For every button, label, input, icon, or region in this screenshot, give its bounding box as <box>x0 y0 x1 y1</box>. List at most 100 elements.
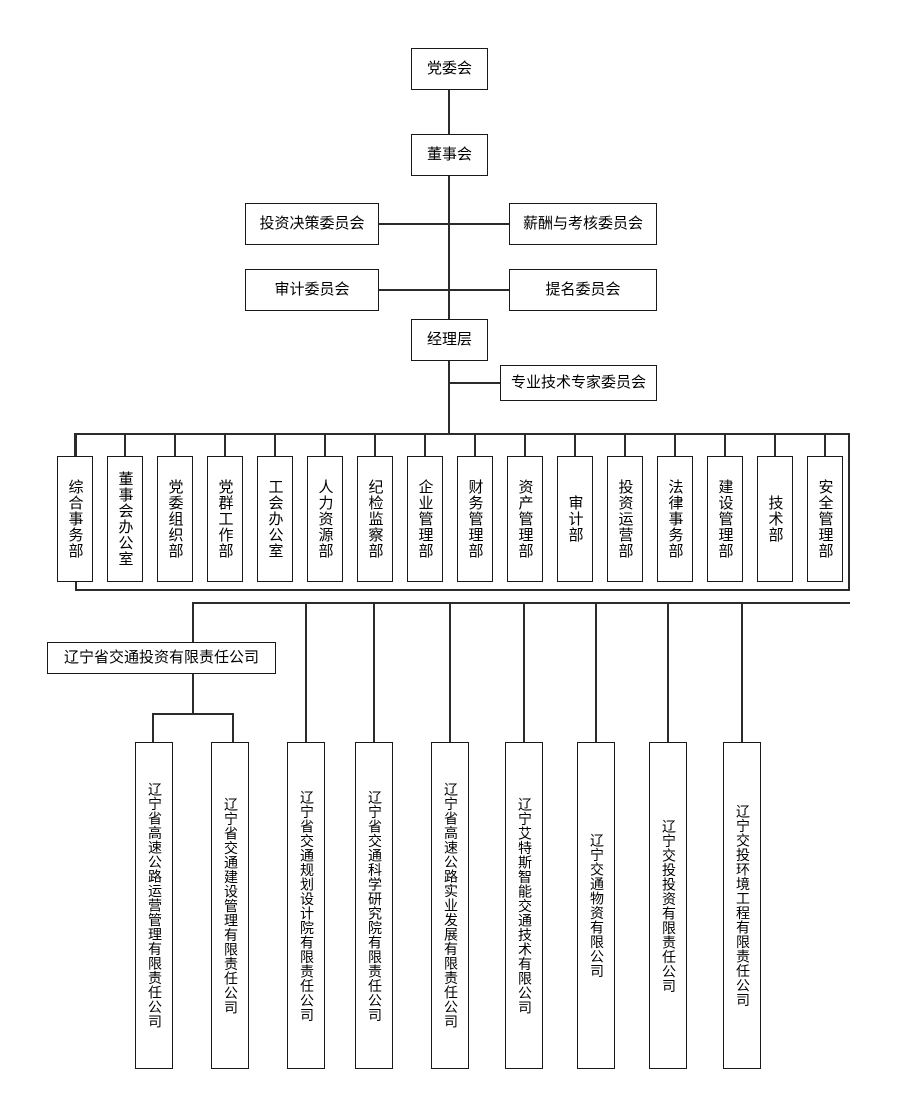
connector-party-to-board <box>448 90 450 134</box>
subsidiary-bus-top <box>192 602 850 604</box>
node-label: 党委会 <box>426 59 472 78</box>
node-technical-expert-committee[interactable]: 专业技术专家委员会 <box>500 365 657 401</box>
node-label: 专业技术专家委员会 <box>511 373 647 392</box>
connector-parent-company-up <box>192 602 194 642</box>
node-label: 薪酬与考核委员会 <box>522 214 643 233</box>
sub-aites-intelligent[interactable]: 辽宁艾特斯智能交通技术有限公司 <box>505 742 543 1069</box>
connector-sub-transport-materials <box>595 602 597 742</box>
node-label: 资产管理部 <box>516 479 535 559</box>
sub-jiaotou-environment[interactable]: 辽宁交投环境工程有限责任公司 <box>723 742 761 1069</box>
connector-dept-legal-affairs <box>674 433 676 456</box>
connector-sub-transport-science-research <box>373 602 375 742</box>
node-label: 辽宁省高速公路实业发展有限责任公司 <box>442 782 458 1029</box>
connector-board-spine <box>448 176 450 319</box>
node-label: 技术部 <box>766 495 785 543</box>
connector-dept-enterprise-management <box>424 433 426 456</box>
connector-dept-union-office <box>274 433 276 456</box>
connector-sub-transport-planning-design <box>305 602 307 742</box>
node-label: 辽宁交通物资有限公司 <box>588 833 604 978</box>
sub-transport-construction[interactable]: 辽宁省交通建设管理有限责任公司 <box>211 742 249 1069</box>
node-management-layer[interactable]: 经理层 <box>411 319 488 361</box>
connector-dept-audit <box>574 433 576 456</box>
dept-legal-affairs[interactable]: 法律事务部 <box>657 456 693 582</box>
node-audit-committee[interactable]: 审计委员会 <box>245 269 379 311</box>
node-label: 综合事务部 <box>66 479 85 559</box>
node-label: 辽宁省交通投资有限责任公司 <box>63 648 259 667</box>
sub-transport-planning-design[interactable]: 辽宁省交通规划设计院有限责任公司 <box>287 742 325 1069</box>
connector-dept-technology <box>774 433 776 456</box>
connector-sub-aites-intelligent <box>523 602 525 742</box>
connector-dept-safety-management <box>824 433 826 456</box>
node-label: 辽宁交投环境工程有限责任公司 <box>734 804 750 1007</box>
connector-sub-transport-construction <box>232 713 234 742</box>
node-label: 经理层 <box>426 330 472 349</box>
node-label: 辽宁省交通规划设计院有限责任公司 <box>298 789 314 1022</box>
dept-human-resources[interactable]: 人力资源部 <box>307 456 343 582</box>
node-label: 安全管理部 <box>816 479 835 559</box>
node-label: 辽宁省交通建设管理有限责任公司 <box>222 796 238 1015</box>
connector-sub-jiaotou-investment <box>667 602 669 742</box>
connector-dept-asset-management <box>524 433 526 456</box>
node-label: 企业管理部 <box>416 479 435 559</box>
dept-asset-management[interactable]: 资产管理部 <box>507 456 543 582</box>
sub-expressway-industry[interactable]: 辽宁省高速公路实业发展有限责任公司 <box>431 742 469 1069</box>
sub-transport-science-research[interactable]: 辽宁省交通科学研究院有限责任公司 <box>355 742 393 1069</box>
node-remuneration-appraisal-committee[interactable]: 薪酬与考核委员会 <box>509 203 657 245</box>
connector-nomination-committee <box>448 289 510 291</box>
node-label: 辽宁省交通科学研究院有限责任公司 <box>366 789 382 1022</box>
connector-dept-financial-management <box>474 433 476 456</box>
node-label: 董事会 <box>426 145 472 164</box>
sub-expressway-operation[interactable]: 辽宁省高速公路运营管理有限责任公司 <box>135 742 173 1069</box>
dept-technology[interactable]: 技术部 <box>757 456 793 582</box>
connector-dept-human-resources <box>324 433 326 456</box>
dept-audit[interactable]: 审计部 <box>557 456 593 582</box>
sub-transport-materials[interactable]: 辽宁交通物资有限公司 <box>577 742 615 1069</box>
connector-dept-discipline-inspection <box>374 433 376 456</box>
connector-sub-expressway-operation <box>152 713 154 742</box>
node-label: 审计部 <box>566 495 585 543</box>
node-label: 提名委员会 <box>545 280 621 299</box>
node-label: 董事会办公室 <box>116 471 135 567</box>
dept-financial-management[interactable]: 财务管理部 <box>457 456 493 582</box>
node-label: 投资运营部 <box>616 479 635 559</box>
node-parent-company[interactable]: 辽宁省交通投资有限责任公司 <box>47 642 276 674</box>
node-label: 党委组织部 <box>166 479 185 559</box>
dept-safety-management[interactable]: 安全管理部 <box>807 456 843 582</box>
connector-remuneration-committee <box>448 223 510 225</box>
dept-investment-operation[interactable]: 投资运营部 <box>607 456 643 582</box>
node-label: 党群工作部 <box>216 479 235 559</box>
connector-dept-general-affairs <box>74 433 76 456</box>
connector-parent-company-down <box>192 674 194 714</box>
connector-dept-party-organization <box>174 433 176 456</box>
dept-board-office[interactable]: 董事会办公室 <box>107 456 143 582</box>
node-label: 建设管理部 <box>716 479 735 559</box>
department-frame-bottom <box>75 589 850 591</box>
dept-construction-management[interactable]: 建设管理部 <box>707 456 743 582</box>
department-frame-right <box>848 433 850 591</box>
connector-management-spine <box>448 361 450 434</box>
node-investment-decision-committee[interactable]: 投资决策委员会 <box>245 203 379 245</box>
node-label: 法律事务部 <box>666 479 685 559</box>
connector-dept-party-mass-work <box>224 433 226 456</box>
connector-audit-committee <box>379 289 449 291</box>
parent-company-sub-bus <box>152 713 234 715</box>
connector-sub-expressway-industry <box>449 602 451 742</box>
connector-technical-expert-committee <box>448 382 501 384</box>
node-nomination-committee[interactable]: 提名委员会 <box>509 269 657 311</box>
department-bus-top <box>75 433 850 435</box>
dept-party-organization[interactable]: 党委组织部 <box>157 456 193 582</box>
node-label: 财务管理部 <box>466 479 485 559</box>
node-label: 人力资源部 <box>316 479 335 559</box>
sub-jiaotou-investment[interactable]: 辽宁交投投资有限责任公司 <box>649 742 687 1069</box>
node-label: 辽宁省高速公路运营管理有限责任公司 <box>146 782 162 1029</box>
node-label: 辽宁艾特斯智能交通技术有限公司 <box>516 796 532 1015</box>
dept-union-office[interactable]: 工会办公室 <box>257 456 293 582</box>
dept-general-affairs[interactable]: 综合事务部 <box>57 456 93 582</box>
dept-party-mass-work[interactable]: 党群工作部 <box>207 456 243 582</box>
dept-enterprise-management[interactable]: 企业管理部 <box>407 456 443 582</box>
connector-dept-board-office <box>124 433 126 456</box>
dept-discipline-inspection[interactable]: 纪检监察部 <box>357 456 393 582</box>
node-party-committee[interactable]: 党委会 <box>411 48 488 90</box>
node-board-of-directors[interactable]: 董事会 <box>411 134 488 176</box>
